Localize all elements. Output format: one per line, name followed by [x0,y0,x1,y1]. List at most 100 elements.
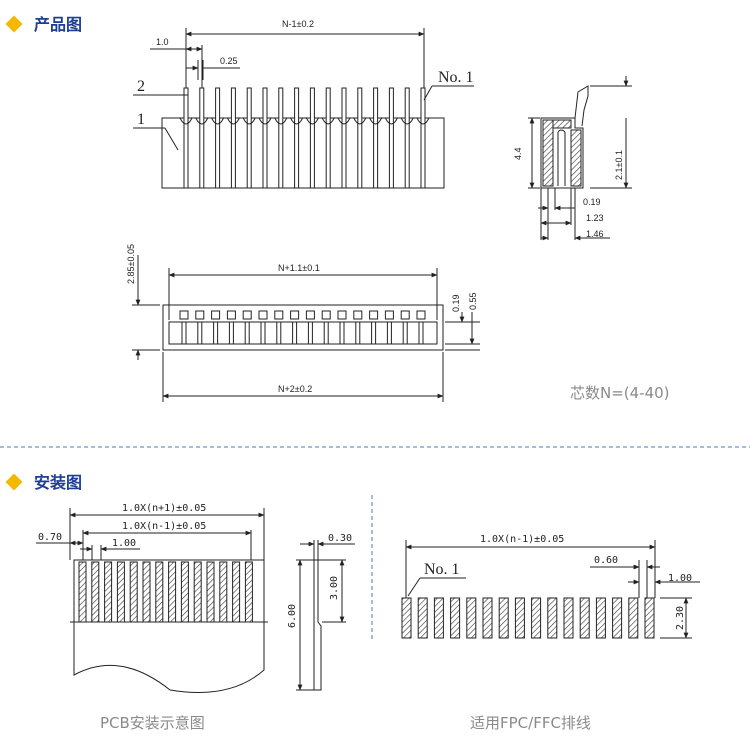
top-dim-inner: N+1.1±0.1 [278,263,320,273]
front-label-1: 1 [137,111,145,128]
pin [388,87,394,189]
fpc-finger [417,597,428,639]
pin [262,87,268,189]
fpc-finger [466,597,477,639]
section-title-install: 安装图 [34,473,82,492]
pin [294,87,300,189]
pcb-dim-total: 1.0X(n+1)±0.05 [122,503,206,514]
top-dim-r2: 0.55 [468,292,478,310]
pcb-side-dim-h1: 3.00 [329,576,340,600]
pcb-pad [155,561,164,623]
pcb-pad [91,561,100,623]
top-slots [179,310,426,345]
diamond-icon [5,15,23,33]
pcb-pad [180,561,189,623]
side-view [528,76,632,241]
fpc-fingers [401,597,655,639]
top-dim-r1: 0.19 [451,294,461,312]
contact-slot [305,310,315,320]
pcb-side [296,540,355,691]
fpc-layout [401,540,700,639]
pin [325,87,331,189]
pcb-pad [193,561,202,623]
pcb-pads [78,561,253,623]
fpc-finger [644,597,655,639]
contact-slot [321,310,331,320]
pcb-pad [244,561,253,623]
section-title-product: 产品图 [34,15,82,34]
top-view [132,255,480,402]
pcb-pad [142,561,151,623]
pcb-side-dim-t: 0.30 [328,533,352,544]
fpc-finger [514,597,525,639]
pcb-pad [116,561,125,623]
pin [309,87,315,189]
pin [199,87,205,189]
pin [420,87,426,189]
section-header-product: 产品图 [5,15,82,34]
contact-slot [258,310,268,320]
diamond-icon [5,473,23,491]
contact-slot [337,310,347,320]
pin [357,87,363,189]
fpc-finger [579,597,590,639]
fpc-finger [401,597,412,639]
contact-slot [226,310,236,320]
pcb-dim-edge: 0.70 [38,532,62,543]
pcb-pad [104,561,113,623]
top-dim-height: 2.85±0.05 [126,244,136,284]
pin [215,87,221,189]
fpc-finger [433,597,444,639]
pin [341,87,347,189]
contact-slot [353,310,363,320]
pin [246,87,252,189]
pin [183,87,189,189]
fpc-dim-gap: 0.60 [594,555,618,566]
contact-slot [195,310,205,320]
pcb-side-dim-h2: 6.00 [287,604,298,628]
pin [373,87,379,189]
front-label-2: 2 [137,78,145,95]
pin [230,87,236,189]
fpc-label-pin1: No. 1 [424,561,460,578]
contact-slot [384,310,394,320]
contact-slot [179,310,189,320]
contact-slot [274,310,284,320]
side-dim-c: 1.46 [586,229,604,239]
front-dim-offset: 1.0 [156,37,169,47]
pcb-caption: PCB安装示意图 [100,714,205,732]
fpc-dim-pitch: 1.00 [668,573,692,584]
fpc-finger [482,597,493,639]
top-dim-outer: N+2±0.2 [278,384,312,394]
fpc-finger [547,597,558,639]
fpc-finger [531,597,542,639]
pcb-pad [232,561,241,623]
pcb-layout [36,508,268,693]
fpc-finger [450,597,461,639]
fpc-finger [612,597,623,639]
fpc-finger [563,597,574,639]
contact-slot [290,310,300,320]
pcb-pad [78,561,87,623]
fpc-caption: 适用FPC/FFC排线 [470,714,591,732]
fpc-finger [595,597,606,639]
front-pins [179,87,430,189]
pcb-pad [168,561,177,623]
fpc-dim-h: 2.30 [675,606,686,630]
front-dim-pin: 0.25 [220,56,238,66]
contact-slot [211,310,221,320]
pcb-pad [219,561,228,623]
contact-slot [242,310,252,320]
front-dim-width: N-1±0.2 [282,19,314,29]
fpc-dim-span: 1.0X(n-1)±0.05 [480,534,564,545]
side-dim-height: 4.4 [513,147,523,160]
pcb-pad [206,561,215,623]
front-view [133,28,474,189]
fpc-finger [628,597,639,639]
pcb-dim-span: 1.0X(n-1)±0.05 [122,521,206,532]
contact-slot [400,310,410,320]
contact-slot [416,310,426,320]
fpc-finger [498,597,509,639]
pcb-dim-pitch: 1.00 [112,538,136,549]
pin [404,87,410,189]
